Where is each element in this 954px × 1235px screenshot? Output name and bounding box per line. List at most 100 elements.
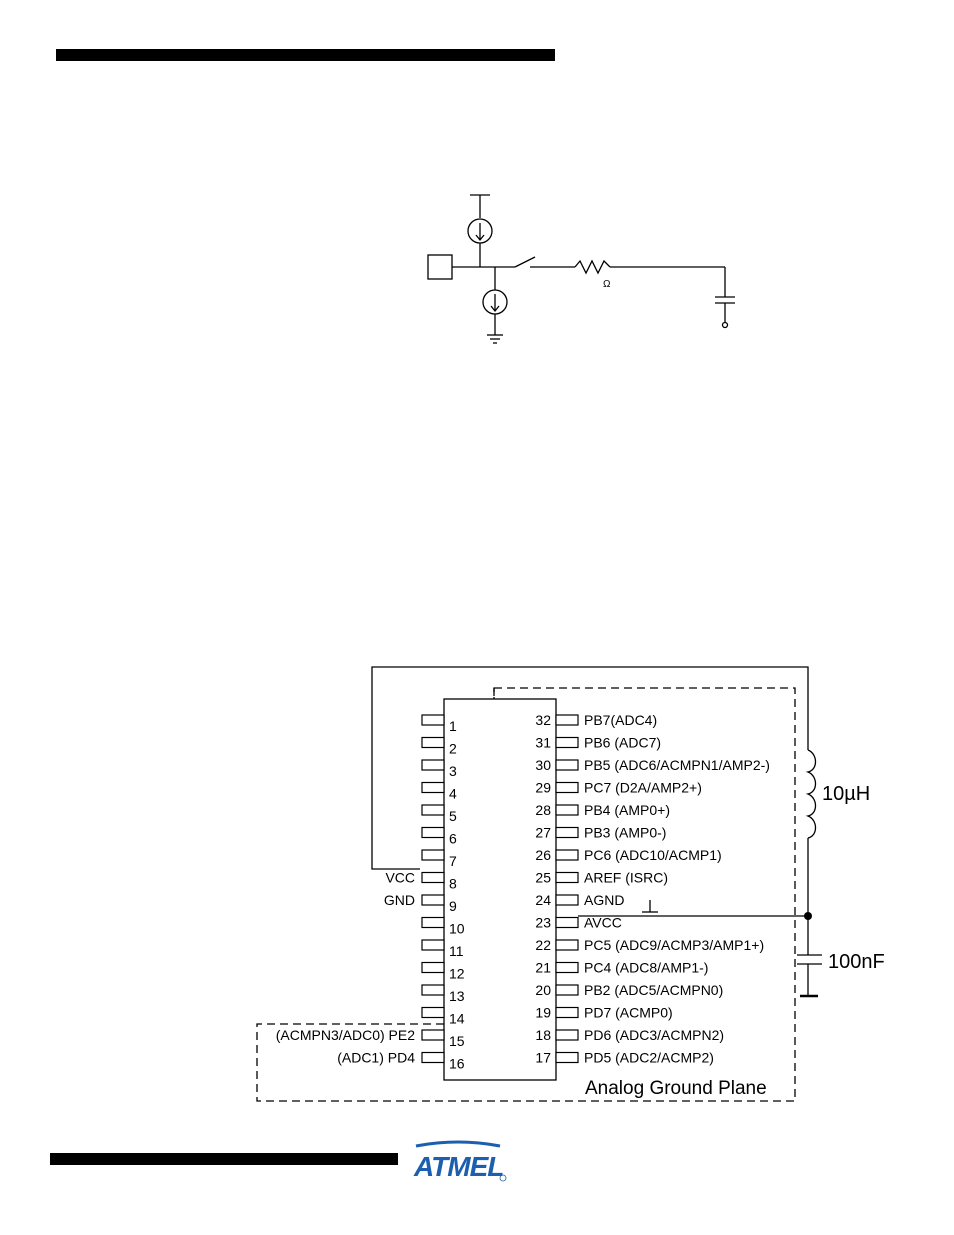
right-pin-32 [555,714,579,726]
resistor-icon [574,259,611,275]
right-pin-label: PB2 (ADC5/ACMPN0) [584,982,723,998]
pin-number: 21 [535,960,551,976]
right-pin-21 [555,961,579,974]
left-pin-16 [421,1051,445,1064]
pin-number: 5 [449,808,457,824]
left-pin-label: VCC [385,870,415,886]
pin-number: 11 [449,943,464,959]
left-pin-label: (ADC1) PD4 [337,1050,415,1066]
left-pin-label: (ACMPN3/ADC0) PE2 [276,1027,415,1043]
pin-number: 20 [535,982,551,998]
right-pin-label: PC7 (D2A/AMP2+) [584,780,702,796]
left-pin-label: GND [384,892,415,908]
atmel-logo-text: ATMEL [413,1151,503,1182]
left-pin-4 [421,781,445,794]
left-pin-13 [421,984,445,996]
left-pin-column: 12345678VCC9GND101112131415(ACMPN3/ADC0)… [276,714,465,1072]
inductor-value-label: 10µH [822,783,870,805]
pin-number: 16 [449,1056,465,1072]
pin-number: 23 [535,915,551,931]
inductor-icon [805,749,817,839]
left-pin-14 [421,1006,445,1019]
right-pin-label: PB4 (AMP0+) [584,802,670,818]
left-pin-6 [421,826,445,839]
left-pin-5 [421,804,445,816]
header-rule [56,49,555,61]
right-pin-18 [555,1029,579,1041]
right-pin-25 [555,871,579,884]
right-pin-23 [555,916,579,929]
pin-number: 18 [535,1027,551,1043]
chip-body [443,698,557,1081]
right-pin-label: PD5 (ADC2/ACMP2) [584,1050,714,1066]
pin-number: 9 [449,898,457,914]
ground-plane-label: Analog Ground Plane [585,1078,767,1099]
left-pin-12 [421,961,445,974]
left-pin-1 [421,714,445,726]
pin-number: 22 [535,937,551,953]
right-pin-24 [555,894,579,906]
pin-number: 6 [449,831,457,847]
decoupling-capacitor-icon [797,954,822,965]
pin-number: 15 [449,1033,465,1049]
right-pin-20 [555,984,579,996]
left-pin-7 [421,849,445,861]
atmel-logo: ATMEL [413,1140,507,1182]
right-pin-27 [555,826,579,839]
pin-number: 2 [449,741,457,757]
pin-number: 32 [535,712,551,728]
avcc-node-dot [804,912,812,920]
agnd-ground-icon [642,900,658,913]
pin-number: 30 [535,757,551,773]
right-pin-28 [555,804,579,816]
right-pin-31 [555,736,579,749]
resistor-unit-label: Ω [603,279,611,290]
pin-number: 8 [449,876,457,892]
pin-number: 31 [535,735,551,751]
right-pin-label: PC6 (ADC10/ACMP1) [584,847,722,863]
right-pin-label: PB6 (ADC7) [584,735,661,751]
right-pin-label: AVCC [584,915,622,931]
pin-number: 13 [449,988,465,1004]
right-pin-column: 32 PB7(ADC4) 31 PB6 (ADC7) 30 PB5 (ADC6/ACMPN… [535,712,770,1066]
pin-number: 1 [449,718,457,734]
left-pin-10 [421,916,445,929]
left-pin-11 [421,939,445,951]
pin-number: 24 [535,892,551,908]
pin-number: 14 [449,1011,465,1027]
pin-number: 19 [535,1005,551,1021]
right-pin-label: PB3 (AMP0-) [584,825,666,841]
pin-number: 17 [535,1050,551,1066]
right-pin-label: PB5 (ADC6/ACMPN1/AMP2-) [584,757,770,773]
left-pin-9 [421,894,445,906]
right-pin-label: PD7 (ACMP0) [584,1005,673,1021]
left-pin-15 [421,1029,445,1041]
pin-number: 3 [449,763,457,779]
right-pin-30 [555,759,579,771]
pin-number: 27 [535,825,551,841]
right-pin-label: PC4 (ADC8/AMP1-) [584,960,708,976]
pin-number: 25 [535,870,551,886]
right-pin-29 [555,781,579,794]
pin-number: 7 [449,853,457,869]
left-pin-3 [421,759,445,771]
right-pin-label: AGND [584,892,624,908]
left-pin-2 [421,736,445,749]
switch-icon [514,256,575,268]
right-pin-label: PD6 (ADC3/ACMPN2) [584,1027,724,1043]
pin-number: 29 [535,780,551,796]
capacitor-value-label: 100nF [828,951,885,973]
right-pin-label: PC5 (ADC9/ACMP3/AMP1+) [584,937,764,953]
pin-number: 12 [449,966,465,982]
pin-number: 10 [449,921,465,937]
right-pin-26 [555,849,579,861]
right-pin-19 [555,1006,579,1019]
pin-number: 4 [449,786,457,802]
pin-number: 26 [535,847,551,863]
capacitor-icon [715,296,735,329]
right-pin-17 [555,1051,579,1064]
right-pin-label: PB7(ADC4) [584,712,657,728]
footer-rule [50,1153,398,1165]
